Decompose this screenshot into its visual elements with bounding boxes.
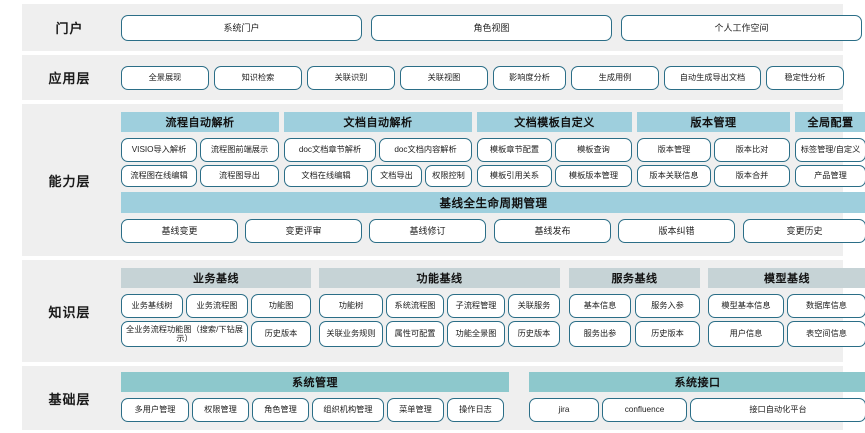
capability-item-1-0-1[interactable]: doc文档内容解析 <box>379 138 472 162</box>
app-item-1[interactable]: 知识检索 <box>214 66 302 90</box>
capability-item-3-1-0[interactable]: 版本关联信息 <box>637 165 711 187</box>
capability-lifecycle-item-5[interactable]: 变更历史 <box>743 219 865 243</box>
knowledge-item-1-0-0[interactable]: 功能树 <box>319 294 383 318</box>
knowledge-item-2-0-0[interactable]: 基本信息 <box>569 294 631 318</box>
capability-group-header-4: 全局配置 <box>795 112 865 132</box>
knowledge-item-1-0-3[interactable]: 关联服务 <box>508 294 560 318</box>
capability-item-2-0-0[interactable]: 模板章节配置 <box>477 138 552 162</box>
capability-item-3-0-1[interactable]: 版本比对 <box>714 138 790 162</box>
capability-lifecycle-item-0[interactable]: 基线变更 <box>121 219 238 243</box>
layer-label-knowledge: 知识层 <box>48 304 91 320</box>
knowledge-item-1-1-3[interactable]: 历史版本 <box>508 321 560 347</box>
layer-body-infrastructure: 系统管理 多用户管理 权限管理 角色管理 组织机构管理 菜单管理 操作日志 系统… <box>117 366 865 430</box>
knowledge-item-0-0-1[interactable]: 业务流程图 <box>186 294 248 318</box>
knowledge-item-0-1-1[interactable]: 历史版本 <box>251 321 311 347</box>
knowledge-item-3-0-0[interactable]: 模型基本信息 <box>708 294 784 318</box>
infrastructure-group-header-0: 系统管理 <box>121 372 509 392</box>
capability-item-0-0-0[interactable]: VISIO导入解析 <box>121 138 197 162</box>
infrastructure-group-header-1: 系统接口 <box>529 372 865 392</box>
infrastructure-item-1-2[interactable]: 接口自动化平台 <box>690 398 865 422</box>
infrastructure-item-0-2[interactable]: 角色管理 <box>252 398 309 422</box>
portal-item-1[interactable]: 角色视图 <box>371 15 612 41</box>
knowledge-item-0-0-0[interactable]: 业务基线树 <box>121 294 183 318</box>
capability-item-4-0-0[interactable]: 标签管理/自定义 <box>795 138 865 162</box>
capability-item-3-0-0[interactable]: 版本管理 <box>637 138 711 162</box>
infrastructure-item-0-0[interactable]: 多用户管理 <box>121 398 189 422</box>
capability-item-1-1-0[interactable]: 文档在线编辑 <box>284 165 368 187</box>
knowledge-item-0-0-2[interactable]: 功能图 <box>251 294 311 318</box>
capability-group-header-1: 文档自动解析 <box>284 112 472 132</box>
knowledge-group-header-1: 功能基线 <box>319 268 560 288</box>
layer-label-infrastructure: 基础层 <box>48 391 91 407</box>
knowledge-item-0-1-0[interactable]: 全业务流程功能图（搜索/下钻展示） <box>121 321 248 347</box>
app-item-5[interactable]: 生成用例 <box>571 66 659 90</box>
portal-item-2[interactable]: 个人工作空间 <box>621 15 862 41</box>
capability-item-1-0-0[interactable]: doc文档章节解析 <box>284 138 376 162</box>
knowledge-item-1-1-0[interactable]: 关联业务规则 <box>319 321 383 347</box>
capability-group-header-0: 流程自动解析 <box>121 112 279 132</box>
knowledge-item-3-1-1[interactable]: 表空间信息 <box>787 321 865 347</box>
capability-item-1-1-1[interactable]: 文档导出 <box>371 165 422 187</box>
layer-band-application: 应用层 全景展现 知识检索 关联识别 关联视图 影响度分析 生成用例 自动生成导… <box>22 55 844 100</box>
knowledge-item-2-1-0[interactable]: 服务出参 <box>569 321 631 347</box>
capability-item-2-1-1[interactable]: 模板版本管理 <box>555 165 632 187</box>
capability-lifecycle-header: 基线全生命周期管理 <box>121 192 865 213</box>
knowledge-item-1-1-2[interactable]: 功能全景图 <box>447 321 505 347</box>
layer-body-knowledge: 业务基线 业务基线树 业务流程图 功能图 全业务流程功能图（搜索/下钻展示） 历… <box>117 260 865 362</box>
knowledge-group-header-0: 业务基线 <box>121 268 311 288</box>
infrastructure-item-0-1[interactable]: 权限管理 <box>192 398 249 422</box>
knowledge-group-header-2: 服务基线 <box>569 268 700 288</box>
layer-band-portal: 门户 系统门户 角色视图 个人工作空间 <box>22 4 862 51</box>
capability-item-2-0-1[interactable]: 模板查询 <box>555 138 632 162</box>
layer-band-infrastructure: 基础层 系统管理 多用户管理 权限管理 角色管理 组织机构管理 菜单管理 操作日… <box>22 366 865 430</box>
layer-label-portal: 门户 <box>55 21 84 36</box>
infrastructure-item-1-0[interactable]: jira <box>529 398 599 422</box>
capability-group-header-2: 文档模板自定义 <box>477 112 632 132</box>
layer-body-portal: 系统门户 角色视图 个人工作空间 <box>117 4 862 51</box>
knowledge-item-1-0-2[interactable]: 子流程管理 <box>447 294 505 318</box>
knowledge-item-1-0-1[interactable]: 系统流程图 <box>386 294 444 318</box>
app-item-0[interactable]: 全景展现 <box>121 66 209 90</box>
knowledge-item-3-0-1[interactable]: 数据库信息 <box>787 294 865 318</box>
knowledge-item-2-0-1[interactable]: 服务入参 <box>635 294 700 318</box>
capability-lifecycle-item-3[interactable]: 基线发布 <box>494 219 611 243</box>
infrastructure-item-0-5[interactable]: 操作日志 <box>447 398 504 422</box>
app-item-7[interactable]: 稳定性分析 <box>766 66 844 90</box>
layer-band-capability: 能力层 流程自动解析 VISIO导入解析 流程图前端展示 流程图在线编辑 流程图… <box>22 104 865 256</box>
infrastructure-item-1-1[interactable]: confluence <box>602 398 687 422</box>
capability-item-3-1-1[interactable]: 版本合并 <box>714 165 790 187</box>
knowledge-group-header-3: 模型基线 <box>708 268 865 288</box>
capability-group-header-3: 版本管理 <box>637 112 790 132</box>
capability-item-4-1-0[interactable]: 产品管理 <box>795 165 865 187</box>
capability-item-1-1-2[interactable]: 权限控制 <box>425 165 472 187</box>
capability-lifecycle-item-2[interactable]: 基线修订 <box>369 219 486 243</box>
portal-item-0[interactable]: 系统门户 <box>121 15 362 41</box>
infrastructure-item-0-4[interactable]: 菜单管理 <box>387 398 444 422</box>
knowledge-item-2-1-1[interactable]: 历史版本 <box>635 321 700 347</box>
layer-body-capability: 流程自动解析 VISIO导入解析 流程图前端展示 流程图在线编辑 流程图导出 文… <box>117 104 865 256</box>
layer-band-knowledge: 知识层 业务基线 业务基线树 业务流程图 功能图 全业务流程功能图（搜索/下钻展… <box>22 260 865 362</box>
app-item-3[interactable]: 关联视图 <box>400 66 488 90</box>
capability-lifecycle-item-1[interactable]: 变更评审 <box>245 219 362 243</box>
capability-item-0-1-0[interactable]: 流程图在线编辑 <box>121 165 197 187</box>
knowledge-item-3-1-0[interactable]: 用户信息 <box>708 321 784 347</box>
app-item-6[interactable]: 自动生成导出文档 <box>664 66 761 90</box>
app-item-4[interactable]: 影响度分析 <box>493 66 566 90</box>
capability-item-2-1-0[interactable]: 模板引用关系 <box>477 165 552 187</box>
layer-label-application: 应用层 <box>48 71 91 86</box>
knowledge-item-1-1-1[interactable]: 属性可配置 <box>386 321 444 347</box>
layer-body-application: 全景展现 知识检索 关联识别 关联视图 影响度分析 生成用例 自动生成导出文档 … <box>117 55 844 100</box>
layer-label-capability: 能力层 <box>48 173 91 189</box>
app-item-2[interactable]: 关联识别 <box>307 66 395 90</box>
capability-item-0-0-1[interactable]: 流程图前端展示 <box>200 138 279 162</box>
capability-lifecycle-item-4[interactable]: 版本纠错 <box>618 219 735 243</box>
capability-item-0-1-1[interactable]: 流程图导出 <box>200 165 279 187</box>
infrastructure-item-0-3[interactable]: 组织机构管理 <box>312 398 384 422</box>
